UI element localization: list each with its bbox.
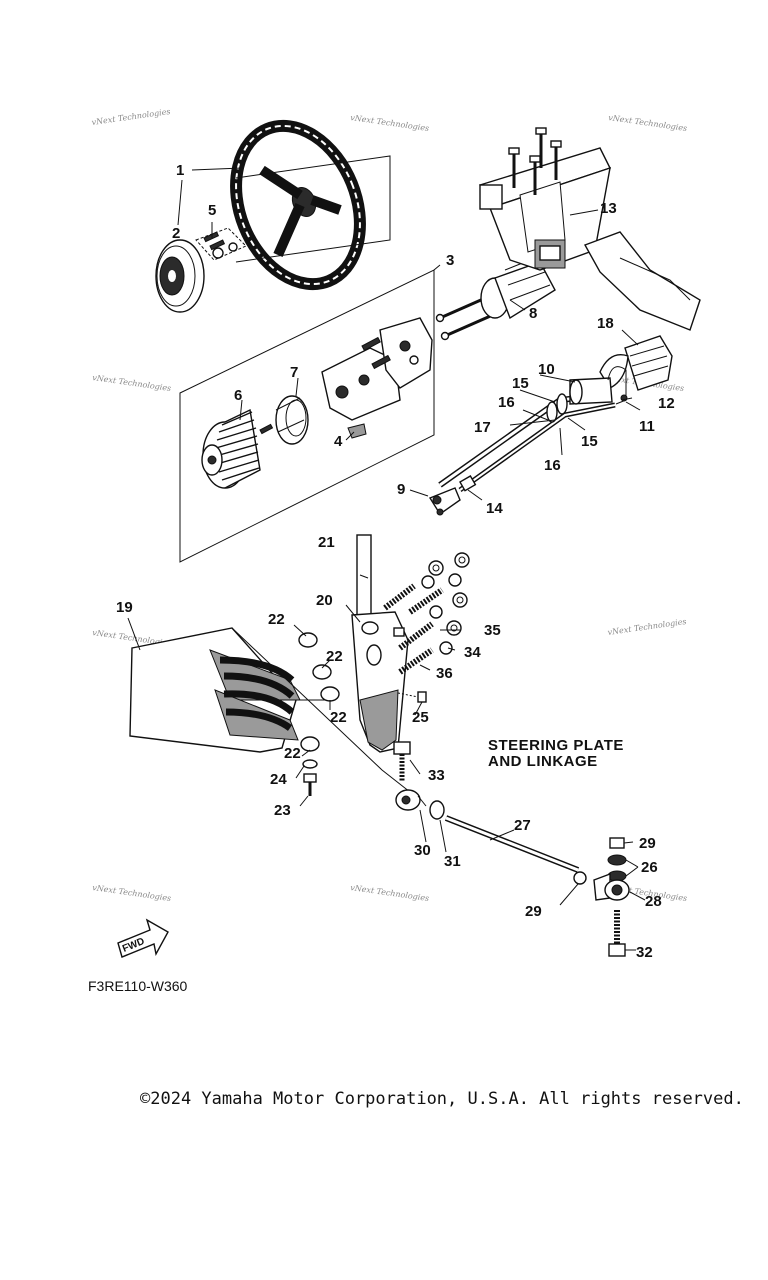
- bushings: [298, 632, 340, 752]
- callout-33: 33: [428, 767, 445, 784]
- callout-22b: 22: [326, 648, 343, 665]
- leader-lines: [127, 167, 646, 951]
- callout-15a: 15: [512, 375, 529, 392]
- steering-column-cover: [201, 408, 261, 489]
- steering-pin: [356, 534, 372, 616]
- watermark: vNext Technologies: [350, 883, 430, 903]
- callout-29b: 29: [525, 903, 542, 920]
- callout-8: 8: [529, 305, 537, 322]
- callout-10: 10: [538, 361, 555, 378]
- callout-19: 19: [116, 599, 133, 616]
- callout-32: 32: [636, 944, 653, 961]
- callout-24: 24: [270, 771, 287, 788]
- callout-22d: 22: [284, 745, 301, 762]
- column-bracket: [480, 257, 556, 320]
- callout-2: 2: [172, 225, 180, 242]
- diagram-title-line-2: AND LINKAGE: [488, 753, 598, 770]
- tie-rod: [395, 789, 587, 885]
- callout-20: 20: [316, 592, 333, 609]
- watermark: vNext Technologies: [91, 107, 171, 127]
- callout-22c: 22: [330, 709, 347, 726]
- callout-16b: 16: [544, 457, 561, 474]
- fwd-arrow-icon: FWD: [117, 918, 169, 958]
- copyright-notice: ©2024 Yamaha Motor Corporation, U.S.A. A…: [140, 1089, 744, 1109]
- callout-1: 1: [176, 162, 184, 179]
- callout-34: 34: [464, 644, 481, 661]
- steering-wheel: [230, 119, 366, 291]
- watermark: vNext Technologies: [350, 113, 430, 133]
- callout-6: 6: [234, 387, 242, 404]
- linkage-bolt: [393, 741, 411, 782]
- figure-code: F3RE110-W360: [88, 978, 188, 994]
- callouts: 1 2 3 4 5 6 7 8 9 10 11 12 13 14 15 15 1…: [116, 162, 675, 961]
- callout-3: 3: [446, 252, 454, 269]
- watermark: vNext Technologies: [607, 617, 687, 637]
- callout-11: 11: [639, 418, 655, 435]
- screw-set: [195, 227, 247, 261]
- callout-27: 27: [514, 817, 531, 834]
- helm-bolts: [508, 127, 562, 195]
- collar-ring: [275, 395, 309, 445]
- cable-end-joint: [428, 475, 477, 516]
- steering-hub: [155, 239, 205, 313]
- callout-4: 4: [334, 433, 343, 450]
- steering-plate: [351, 611, 409, 753]
- callout-5: 5: [208, 202, 216, 219]
- steering-cables: [438, 377, 616, 493]
- callout-31: 31: [444, 853, 461, 870]
- helm-unit: [479, 147, 701, 331]
- nuts-washers: [421, 552, 470, 655]
- mounting-bracket: [129, 627, 301, 753]
- callout-29a: 29: [639, 835, 656, 852]
- watermark: vNext Technologies: [92, 883, 172, 903]
- rod-end: [593, 837, 630, 957]
- callout-9: 9: [397, 481, 405, 498]
- callout-28: 28: [645, 893, 662, 910]
- callout-35: 35: [484, 622, 501, 639]
- studs: [383, 583, 444, 675]
- callout-17: 17: [474, 419, 491, 436]
- callout-14: 14: [486, 500, 503, 517]
- callout-21: 21: [318, 534, 335, 551]
- diagram-title-line-1: STEERING PLATE: [488, 737, 624, 754]
- callout-25: 25: [412, 709, 429, 726]
- bolt-washer: [302, 759, 318, 796]
- watermark: vNext Technologies: [608, 113, 688, 133]
- callout-26: 26: [641, 859, 658, 876]
- callout-18: 18: [597, 315, 614, 332]
- steering-mechanism: [259, 317, 433, 439]
- callout-36: 36: [436, 665, 453, 682]
- callout-16a: 16: [498, 394, 515, 411]
- callout-22a: 22: [268, 611, 285, 628]
- callout-15b: 15: [581, 433, 598, 450]
- callout-30: 30: [414, 842, 431, 859]
- watermark: vNext Technologies: [92, 373, 172, 393]
- callout-12: 12: [658, 395, 675, 412]
- callout-7: 7: [290, 364, 298, 381]
- callout-13: 13: [600, 200, 617, 217]
- callout-23: 23: [274, 802, 291, 819]
